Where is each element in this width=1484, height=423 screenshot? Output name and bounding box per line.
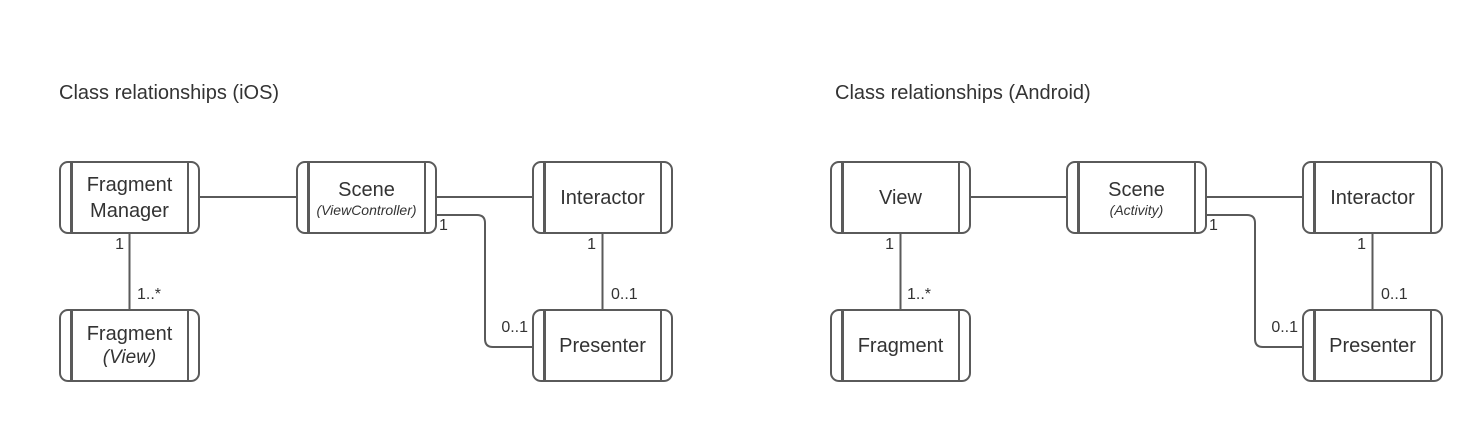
box-fragment-android: Fragment — [830, 309, 971, 382]
box-label: View — [879, 186, 922, 209]
multiplicity-label: 1 — [1209, 217, 1218, 234]
box-fragment-ios: Fragment (View) — [59, 309, 200, 382]
multiplicity-label: 1..* — [137, 286, 162, 303]
multiplicity-label: 1 — [885, 236, 894, 253]
box-side-bar-right — [186, 311, 189, 380]
box-side-bar-right — [957, 163, 960, 232]
box-label: Scene — [1108, 178, 1165, 201]
multiplicity-label: 0..1 — [1271, 319, 1298, 336]
box-side-bar-right — [659, 311, 662, 380]
box-side-bar-right — [659, 163, 662, 232]
box-view: View — [830, 161, 971, 234]
box-label: Fragment — [86, 322, 173, 345]
box-interactor-android: Interactor — [1302, 161, 1443, 234]
multiplicity-label: 1 — [1357, 236, 1366, 253]
box-label: Fragment — [857, 334, 944, 357]
edge-scene-presenter-android — [1207, 214, 1302, 348]
box-side-bar-left — [543, 311, 546, 380]
box-side-bar-left — [70, 311, 73, 380]
box-label: Interactor — [1330, 186, 1415, 209]
multiplicity-label: 1 — [439, 217, 448, 234]
box-label: Presenter — [559, 334, 646, 357]
box-interactor-ios: Interactor — [532, 161, 673, 234]
box-side-bar-right — [1429, 311, 1432, 380]
multiplicity-label: 1 — [587, 236, 596, 253]
diagram-title-ios: Class relationships (iOS) — [59, 82, 280, 104]
box-label: Presenter — [1329, 334, 1416, 357]
box-side-bar-left — [1313, 311, 1316, 380]
multiplicity-label: 1 — [115, 236, 124, 253]
box-side-bar-right — [186, 163, 189, 232]
box-side-bar-left — [1313, 163, 1316, 232]
box-stereotype: (ViewController) — [316, 201, 417, 218]
box-fragment-manager: Fragment Manager — [59, 161, 200, 234]
box-side-bar-left — [70, 163, 73, 232]
box-label: Fragment Manager — [86, 173, 173, 222]
edge-scene-presenter — [437, 214, 532, 348]
box-side-bar-left — [543, 163, 546, 232]
box-scene-ios: Scene (ViewController) — [296, 161, 437, 234]
box-scene-android: Scene (Activity) — [1066, 161, 1207, 234]
multiplicity-label: 0..1 — [1381, 286, 1408, 303]
box-side-bar-right — [957, 311, 960, 380]
box-side-bar-left — [307, 163, 310, 232]
multiplicity-label: 1..* — [907, 286, 932, 303]
box-side-bar-left — [1077, 163, 1080, 232]
box-presenter-android: Presenter — [1302, 309, 1443, 382]
box-stereotype: (View) — [102, 346, 157, 368]
box-stereotype: (Activity) — [1109, 201, 1164, 218]
box-side-bar-right — [423, 163, 426, 232]
box-label: Scene — [338, 178, 395, 201]
box-side-bar-left — [841, 311, 844, 380]
box-label: Interactor — [560, 186, 645, 209]
box-side-bar-right — [1193, 163, 1196, 232]
diagram-title-android: Class relationships (Android) — [835, 82, 1091, 104]
box-presenter-ios: Presenter — [532, 309, 673, 382]
box-side-bar-left — [841, 163, 844, 232]
box-side-bar-right — [1429, 163, 1432, 232]
multiplicity-label: 0..1 — [611, 286, 638, 303]
multiplicity-label: 0..1 — [501, 319, 528, 336]
